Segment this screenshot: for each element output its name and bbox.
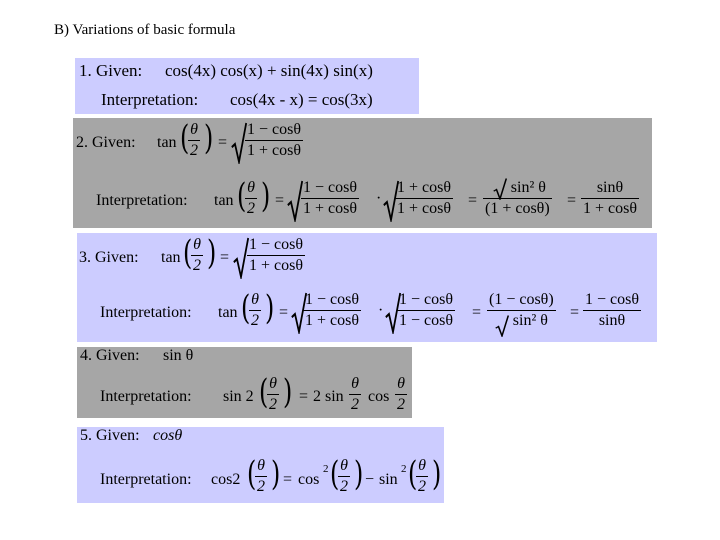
section-4-box: 4. Given: sin θ Interpretation: sin 2 ( … [77, 347, 412, 418]
s4-interp-label: Interpretation: [100, 388, 192, 405]
s4-given-label: 4. Given: [80, 347, 140, 364]
s2-paren-r2: ) [261, 176, 271, 216]
s2-tan-2: tan [214, 192, 234, 209]
s5-eq: = [283, 471, 293, 488]
s5-given-label: 5. Given: [80, 427, 140, 444]
s2-paren-l2: ( [237, 176, 247, 216]
s5-paren-r: ) [271, 454, 281, 494]
s2-dot: · [376, 190, 382, 207]
s3-eq-2: = [279, 304, 289, 321]
s5-sin-exp: 2 [401, 463, 407, 475]
s3-paren-l2: ( [241, 288, 251, 328]
s4-cos: cos [368, 388, 390, 405]
s4-paren-l: ( [259, 372, 269, 412]
s5-paren-l: ( [247, 454, 257, 494]
s3-interp-frac-3: (1 − cosθ)sin² θ [487, 291, 556, 329]
s1-interp-expr: cos(4x - x) = cos(3x) [230, 90, 373, 109]
s3-eq-4: = [570, 304, 580, 321]
s3-paren-l: ( [183, 233, 193, 273]
s3-paren-r: ) [207, 233, 217, 273]
s4-eq: = [299, 388, 309, 405]
s2-eq-3: = [468, 192, 478, 209]
s2-tan: tan [157, 134, 177, 151]
s2-paren-r: ) [204, 118, 214, 158]
s5-paren-r3: ) [432, 454, 442, 494]
section-1-box: 1. Given: cos(4x) cos(x) + sin(4x) sin(x… [75, 58, 419, 114]
s5-paren-r2: ) [354, 454, 364, 494]
s2-interp-label: Interpretation: [96, 192, 188, 209]
s3-dot: · [378, 302, 384, 319]
s5-paren-l3: ( [408, 454, 418, 494]
s5-cos2: cos2 [211, 471, 241, 488]
s4-two-sin: 2 sin [313, 388, 344, 405]
s3-tan: tan [161, 249, 181, 266]
s3-eq-3: = [472, 304, 482, 321]
s2-given-label: 2. Given: [76, 134, 136, 151]
s5-interp-label: Interpretation: [100, 471, 192, 488]
s5-minus: − [365, 471, 375, 488]
s4-paren-r: ) [283, 372, 293, 412]
s5-cos-exp: 2 [323, 463, 329, 475]
s2-interp-frac-3: sin² θ(1 + cosθ) [483, 179, 552, 217]
s4-sin2: sin 2 [223, 388, 254, 405]
s1-interp-label: Interpretation: [101, 90, 199, 109]
section-title: B) Variations of basic formula [54, 22, 236, 38]
s2-eq-1: = [218, 134, 228, 151]
s3-eq-1: = [220, 249, 230, 266]
s4-given-expr: sin θ [163, 347, 194, 364]
s2-paren-l: ( [180, 118, 190, 158]
s5-given-expr: cosθ [153, 427, 183, 444]
s3-interp-label: Interpretation: [100, 304, 192, 321]
s1-given-expr: cos(4x) cos(x) + sin(4x) sin(x) [165, 61, 373, 80]
s2-eq-2: = [275, 192, 285, 209]
s3-tan-2: tan [218, 304, 238, 321]
s5-sin-sq: sin [379, 471, 398, 488]
s3-given-label: 3. Given: [79, 249, 139, 266]
s5-cos-sq: cos [298, 471, 320, 488]
s2-eq-4: = [567, 192, 577, 209]
s1-given-label: 1. Given: [79, 61, 143, 80]
s5-paren-l2: ( [330, 454, 340, 494]
s3-paren-r2: ) [265, 288, 275, 328]
